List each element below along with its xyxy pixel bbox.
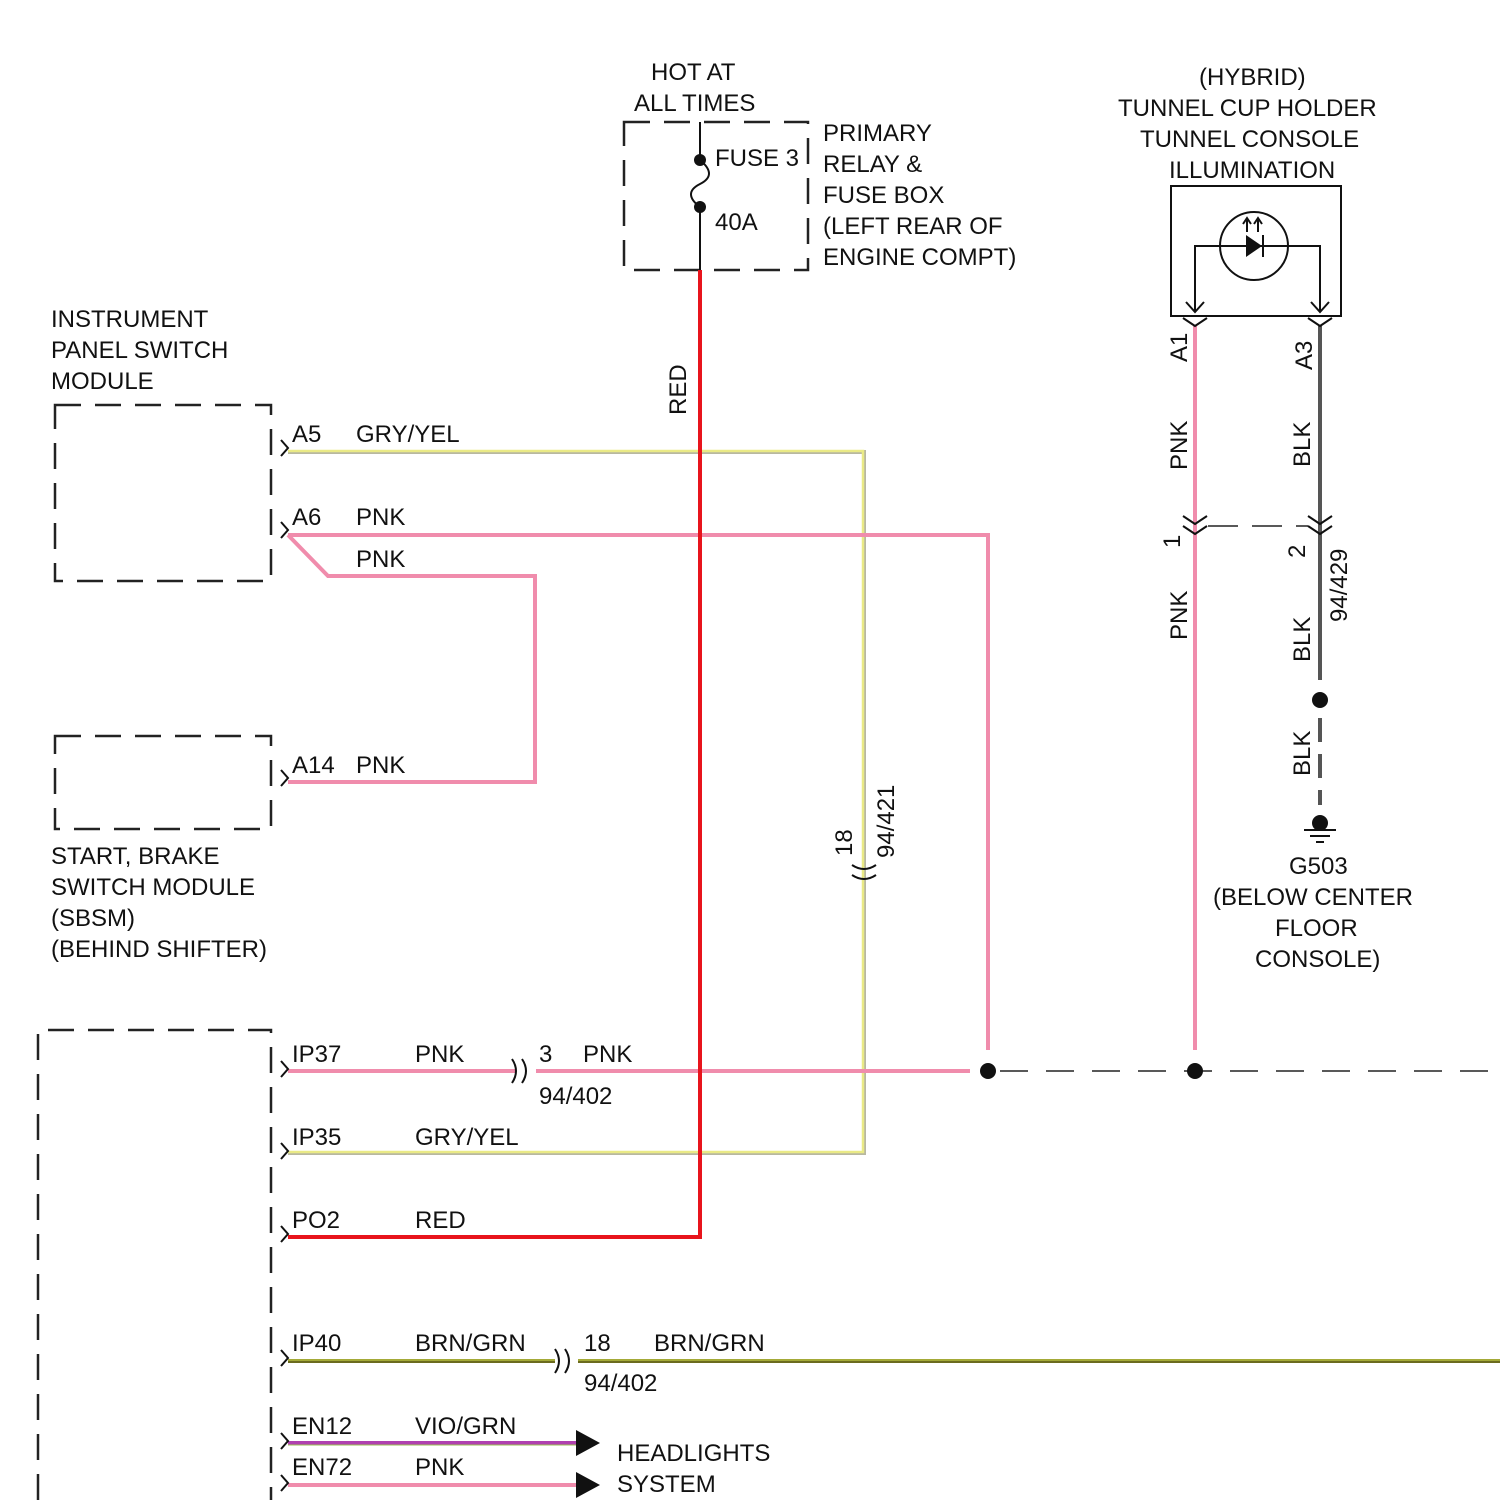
destination-label: HEADLIGHTS [617, 1440, 770, 1467]
module-outline [55, 405, 271, 581]
pin-label: IP35 [292, 1124, 341, 1151]
wire-label: PNK [415, 1454, 464, 1481]
wire-label: BLK [1289, 731, 1316, 776]
component-name: (HYBRID) [1199, 64, 1306, 91]
connector-a-icon [1183, 318, 1332, 326]
wire-label: PNK [1166, 421, 1193, 470]
illumination-component: (HYBRID) TUNNEL CUP HOLDER TUNNEL CONSOL… [1118, 64, 1377, 316]
connector-label: 94/429 [1326, 549, 1353, 622]
sbsm-module: A14 PNK START, BRAKE SWITCH MODULE (SBSM… [51, 736, 405, 963]
hot-at-label-2: ALL TIMES [634, 90, 755, 117]
fuse-box-name: (LEFT REAR OF [823, 213, 1003, 240]
inline-connector-icon [555, 1349, 569, 1373]
ground-location: CONSOLE) [1255, 946, 1380, 973]
fuse-icon [691, 160, 709, 207]
ground-location: (BELOW CENTER [1213, 884, 1413, 911]
ground-id: G503 [1289, 853, 1348, 880]
inline-connector-icon [1183, 516, 1332, 534]
fuse-label: FUSE 3 [715, 145, 799, 172]
component-name: TUNNEL CUP HOLDER [1118, 95, 1377, 122]
module-name: (SBSM) [51, 905, 135, 932]
module-name: MODULE [51, 368, 154, 395]
wire-label: PNK [583, 1041, 632, 1068]
module-outline [38, 1030, 271, 1500]
wire-label: BRN/GRN [654, 1330, 765, 1357]
vertical-labels: RED A1 A3 PNK BLK 1 2 94/429 PNK BLK BLK… [665, 333, 1353, 858]
fuse-box-name: RELAY & [823, 151, 922, 178]
splice-dot [1187, 1063, 1203, 1079]
pin-label: 3 [539, 1041, 552, 1068]
wire-label: PNK [356, 546, 405, 573]
pin-label: IP37 [292, 1041, 341, 1068]
fuse-box-name: ENGINE COMPT) [823, 244, 1016, 271]
component-name: TUNNEL CONSOLE [1140, 126, 1359, 153]
module-outline [55, 736, 271, 829]
pin-label: A1 [1166, 333, 1193, 362]
fuse-rating: 40A [715, 209, 758, 236]
pin-label: A14 [292, 752, 335, 779]
wire-label: GRY/YEL [415, 1124, 519, 1151]
pin-label: IP40 [292, 1330, 341, 1357]
pin-label: A6 [292, 504, 321, 531]
ground-location: FLOOR [1275, 915, 1358, 942]
fuse-box-name: PRIMARY [823, 120, 932, 147]
connector-symbols [281, 318, 1332, 1491]
connector-label: 94/402 [584, 1370, 657, 1397]
pin-label: 18 [831, 829, 858, 856]
ground-dot [1312, 815, 1328, 831]
wire-label: BLK [1289, 617, 1316, 662]
hot-at-label: HOT AT [651, 59, 736, 86]
wire-label: GRY/YEL [356, 421, 460, 448]
wire-label: PNK [356, 752, 405, 779]
ground-icon [1304, 830, 1336, 842]
fuse-box: HOT AT ALL TIMES FUSE 3 40A PRIMARY RELA… [624, 59, 1016, 271]
ground-g503: G503 (BELOW CENTER FLOOR CONSOLE) [1213, 853, 1413, 973]
connector-label: 94/402 [539, 1083, 612, 1110]
pin-label: PO2 [292, 1207, 340, 1234]
wire-red [288, 270, 700, 1237]
pin-label: A3 [1291, 341, 1318, 370]
module-name: INSTRUMENT [51, 306, 209, 333]
wire-label: PNK [415, 1041, 464, 1068]
arrow-right-icon [576, 1472, 600, 1498]
ipsm-module: INSTRUMENT PANEL SWITCH MODULE A5 GRY/YE… [51, 306, 460, 581]
module-name: START, BRAKE [51, 843, 220, 870]
destination-label: SYSTEM [617, 1471, 716, 1498]
pin-label: EN12 [292, 1413, 352, 1440]
pin-label: 18 [584, 1330, 611, 1357]
wire-label: RED [415, 1207, 466, 1234]
arrow-right-icon [576, 1430, 600, 1456]
splice-dot [1312, 692, 1328, 708]
lower-module: IP37 PNK 3 PNK 94/402 IP35 GRY/YEL PO2 R… [38, 1030, 770, 1500]
module-name: SWITCH MODULE [51, 874, 255, 901]
wire-label: BLK [1289, 422, 1316, 467]
wire-pnk-a14 [288, 535, 535, 782]
fuse-box-name: FUSE BOX [823, 182, 944, 209]
component-name: ILLUMINATION [1169, 157, 1335, 184]
pin-label: 2 [1284, 545, 1311, 558]
pin-label: EN72 [292, 1454, 352, 1481]
pin-label: A5 [292, 421, 321, 448]
wire-label: PNK [356, 504, 405, 531]
module-name: (BEHIND SHIFTER) [51, 936, 267, 963]
wire-label: RED [665, 364, 692, 415]
connector-label: 94/421 [873, 785, 900, 858]
wire-label: VIO/GRN [415, 1413, 516, 1440]
wire-label: PNK [1166, 591, 1193, 640]
module-name: PANEL SWITCH [51, 337, 228, 364]
splice-dot [980, 1063, 996, 1079]
pin-label: 1 [1159, 535, 1186, 548]
wire-label: BRN/GRN [415, 1330, 526, 1357]
